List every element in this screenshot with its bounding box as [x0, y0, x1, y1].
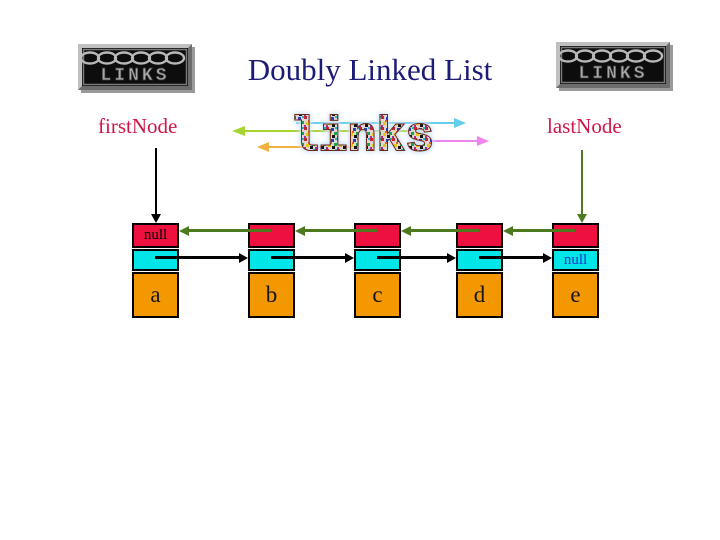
chain-links-icon: LINKS [79, 48, 188, 86]
slide-title: Doubly Linked List [247, 52, 493, 87]
first-node-label: firstNode [98, 114, 178, 138]
node-b-next-cell [248, 249, 295, 271]
node-a-next-cell [132, 249, 179, 271]
prev-pointer-d-to-c-head [401, 226, 411, 236]
node-a-data-cell: a [132, 272, 179, 318]
logo-text: LINKS [578, 64, 647, 84]
links-logo-left: LINKS [78, 44, 192, 90]
node-d-prev-cell [456, 223, 503, 248]
next-pointer-a-to-b-line [155, 256, 239, 259]
node-b-data-cell: b [248, 272, 295, 318]
wordart-arrow-right-pink-head [477, 136, 489, 146]
next-pointer-b-to-c-line [271, 256, 345, 259]
node-b-prev-cell [248, 223, 295, 248]
node-c-prev-cell [354, 223, 401, 248]
wordart-arrow-left-orange-line [268, 146, 356, 148]
chain-links-icon: LINKS [557, 46, 666, 84]
logo-text: LINKS [100, 66, 169, 86]
last-node-pointer-line [581, 150, 583, 215]
node-e-next-null: null [563, 251, 588, 268]
prev-pointer-b-to-a-head [179, 226, 189, 236]
prev-pointer-c-to-b-line [305, 229, 377, 232]
node-a-value: a [150, 282, 161, 307]
prev-pointer-e-to-d-line [513, 229, 575, 232]
node-d: d [456, 223, 503, 318]
node-e-next-cell: null [552, 249, 599, 271]
node-d-next-cell [456, 249, 503, 271]
wordart-arrow-left-orange-head [257, 142, 269, 152]
node-d-value: d [473, 282, 486, 307]
wordart-word: links [290, 111, 434, 163]
prev-pointer-c-to-b-head [295, 226, 305, 236]
next-pointer-c-to-d-head [447, 253, 456, 263]
node-b: b [248, 223, 295, 318]
first-node-pointer-line [155, 148, 157, 215]
node-a-prev-null: null [143, 227, 168, 243]
next-pointer-d-to-e-line [479, 256, 543, 259]
next-pointer-c-to-d-line [377, 256, 447, 259]
wordart-arrow-right-cyan-head [454, 118, 466, 128]
wordart-arrow-left-lime-line [244, 130, 430, 132]
last-node-label: lastNode [547, 114, 622, 138]
node-d-data-cell: d [456, 272, 503, 318]
wordart-arrow-left-lime-head [232, 126, 245, 136]
prev-pointer-e-to-d-head [503, 226, 513, 236]
node-c-next-cell [354, 249, 401, 271]
node-a: null a [132, 223, 179, 318]
first-node-pointer-arrowhead [151, 214, 161, 223]
node-e-value: e [570, 282, 581, 307]
node-e: null e [552, 223, 599, 318]
node-c: c [354, 223, 401, 318]
node-b-value: b [265, 282, 278, 307]
wordart-arrow-right-pink-line [416, 140, 478, 142]
prev-pointer-b-to-a-line [189, 229, 271, 232]
last-node-pointer-arrowhead [577, 214, 587, 223]
links-logo-right: LINKS [556, 42, 670, 88]
node-c-data-cell: c [354, 272, 401, 318]
node-a-prev-cell: null [132, 223, 179, 248]
next-pointer-d-to-e-head [543, 253, 552, 263]
node-c-value: c [372, 282, 383, 307]
next-pointer-b-to-c-head [345, 253, 354, 263]
node-e-data-cell: e [552, 272, 599, 318]
next-pointer-a-to-b-head [239, 253, 248, 263]
links-wordart: links [230, 105, 492, 163]
node-e-prev-cell [552, 223, 599, 248]
wordart-arrow-right-cyan-line [296, 122, 454, 124]
prev-pointer-d-to-c-line [411, 229, 479, 232]
links-wordart-text: links [289, 110, 435, 163]
